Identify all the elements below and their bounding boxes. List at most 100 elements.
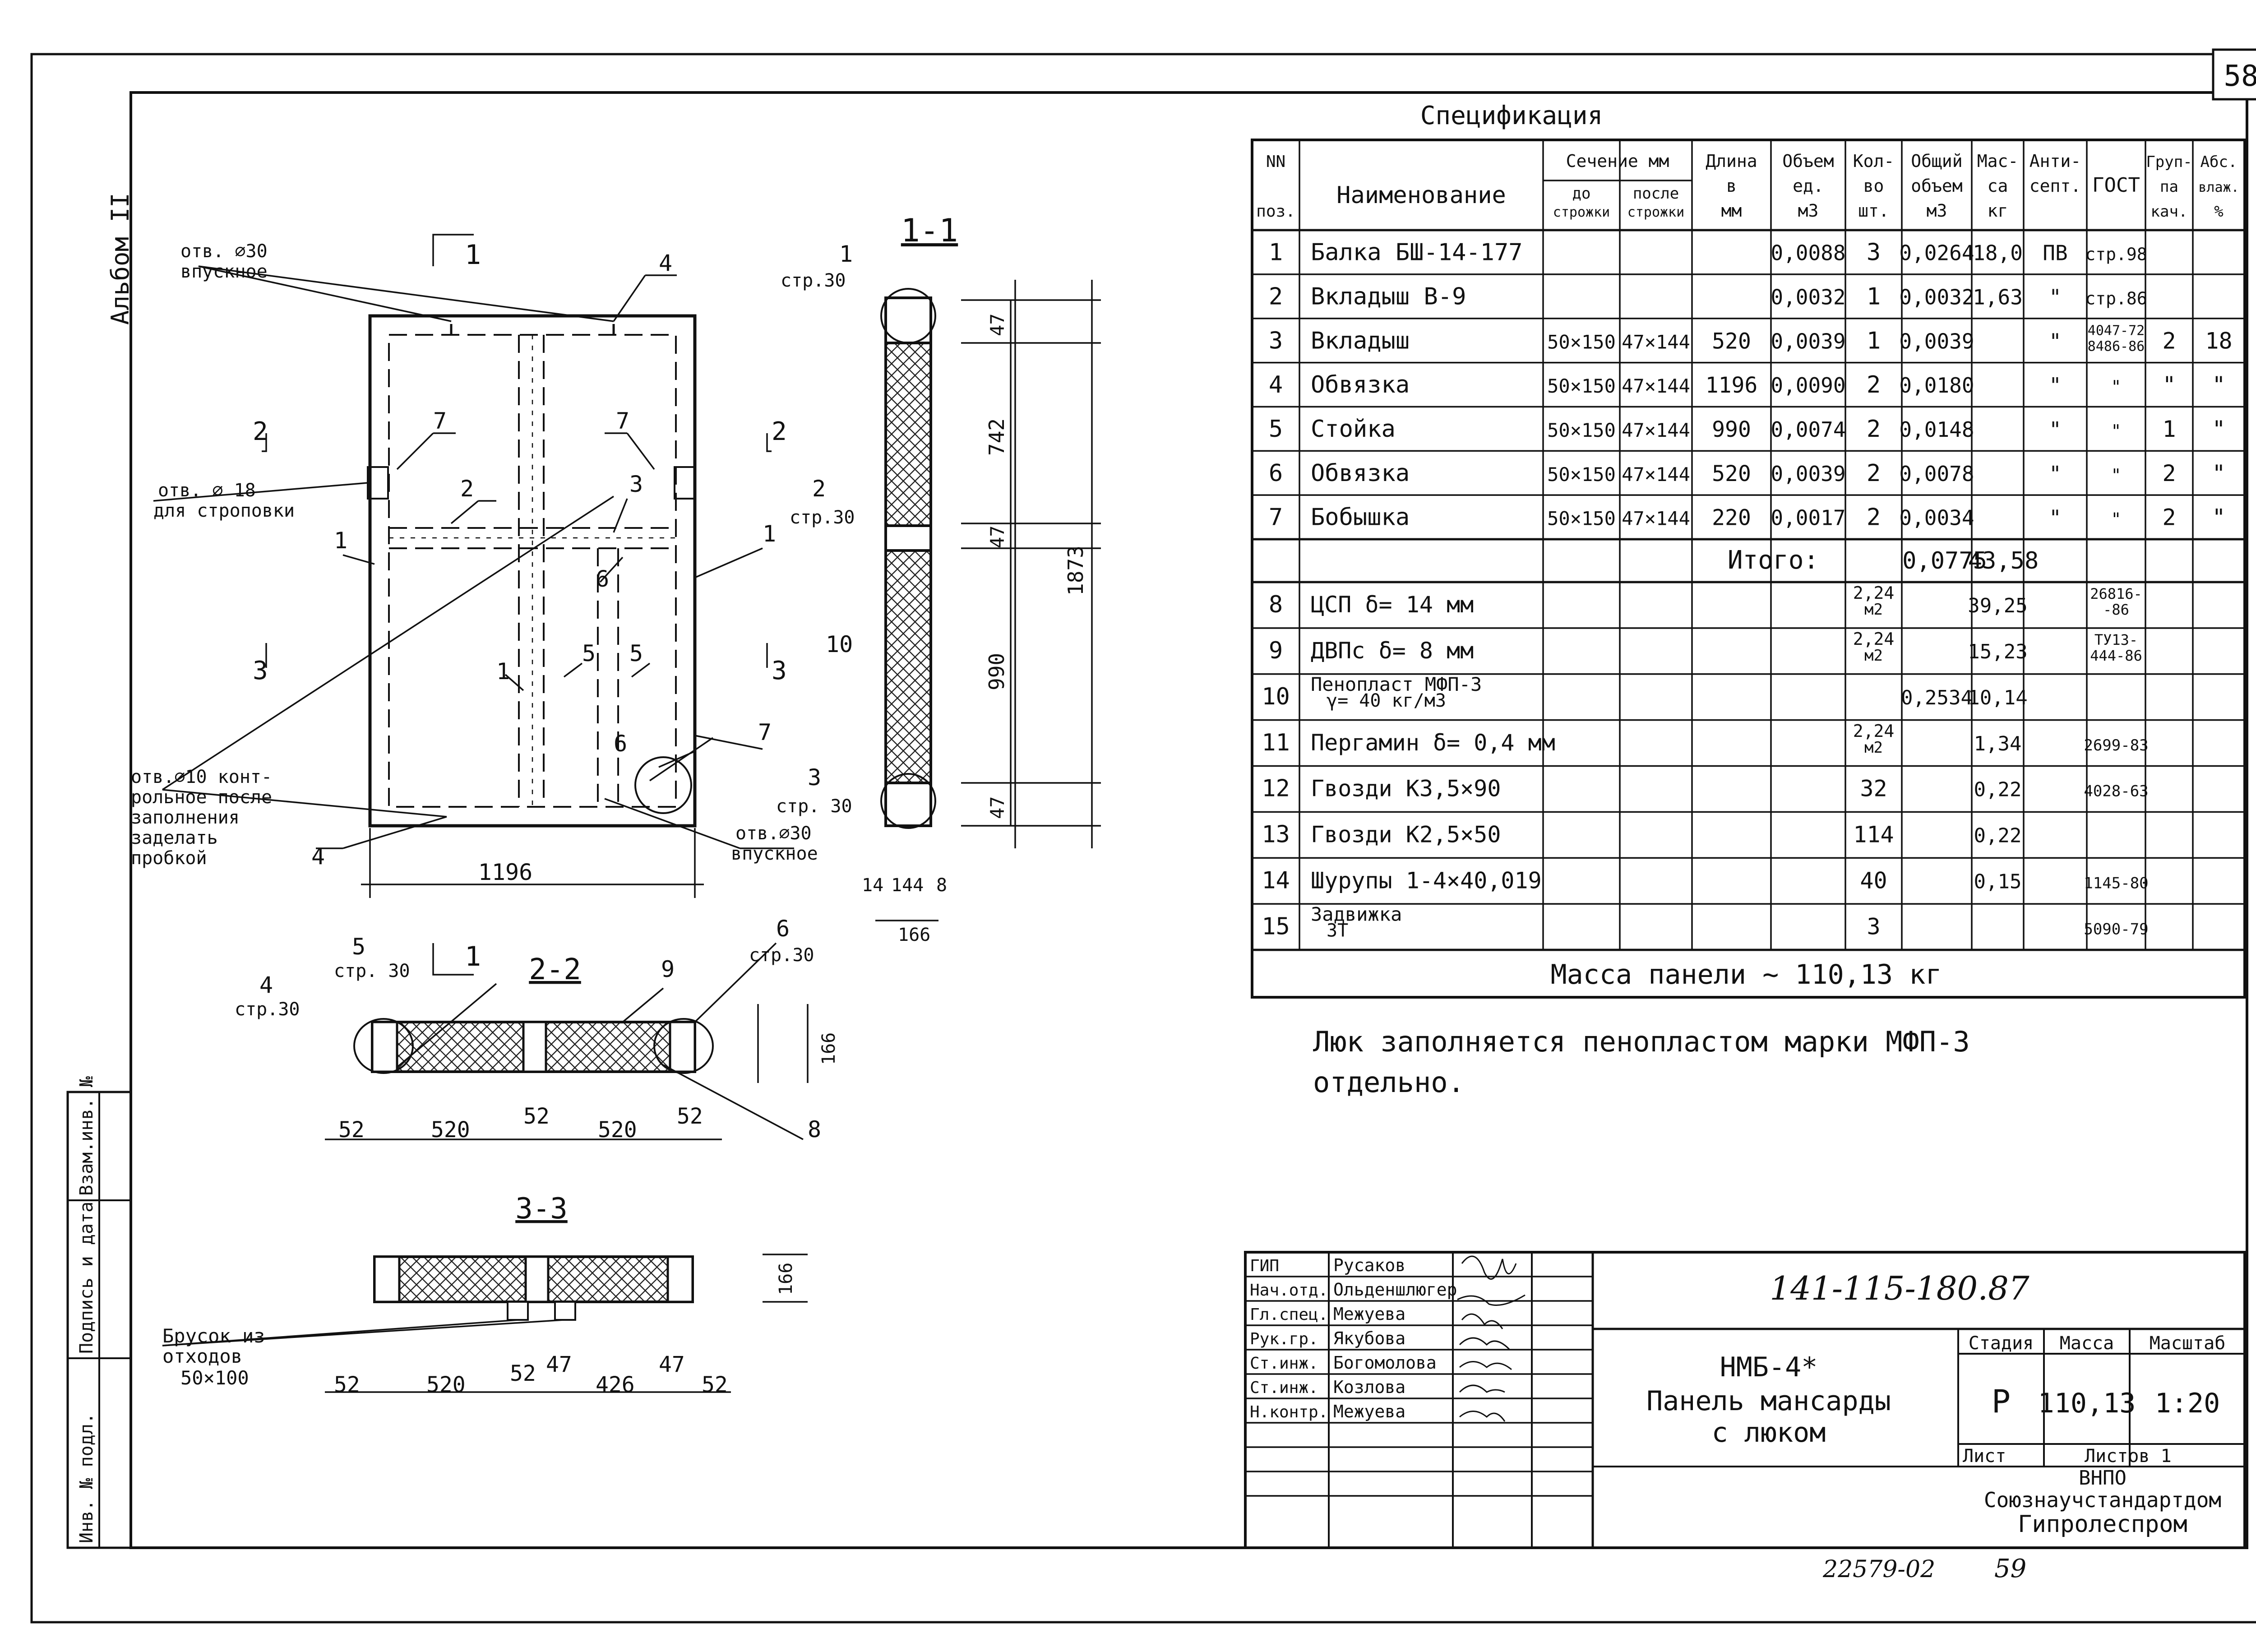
row-gost: 8486-86 bbox=[2088, 338, 2145, 354]
row-tvol: 0,2534 bbox=[1901, 686, 1973, 709]
plan-view bbox=[367, 314, 697, 828]
row-pos: 2 bbox=[1269, 283, 1283, 310]
marker-2-arrow-left: 2 bbox=[253, 417, 268, 446]
hdr-tvol-3: м3 bbox=[1927, 201, 1947, 221]
staff-role: ГИП bbox=[1250, 1257, 1279, 1275]
row-name: Задвижка bbox=[1311, 903, 1402, 925]
staff-role: Ст.инж. bbox=[1250, 1379, 1318, 1397]
sec33-bar-l2: отходов bbox=[162, 1345, 242, 1367]
sec22-marker-9: 9 bbox=[661, 956, 675, 982]
row-after: 47×144 bbox=[1622, 419, 1690, 441]
staff-name: Козлова bbox=[1333, 1377, 1405, 1397]
row-after: 47×144 bbox=[1622, 463, 1690, 486]
sec33-dim-166: 166 bbox=[776, 1263, 796, 1295]
sec22-dim-520a: 520 bbox=[431, 1117, 470, 1143]
footer-number: 22579-02 bbox=[1822, 1556, 1935, 1583]
page-number-box bbox=[2212, 48, 2256, 101]
spec-panel-mass: Масса панели ~ 110,13 кг bbox=[1551, 959, 1942, 990]
row-after: 47×144 bbox=[1622, 508, 1690, 530]
row-length: 990 bbox=[1712, 417, 1751, 442]
row-humidity: " bbox=[2212, 460, 2225, 486]
hdr-anti-1: Анти- bbox=[2029, 151, 2081, 171]
row-gost: " bbox=[2111, 465, 2122, 485]
title-line-1: Панель мансарды bbox=[1646, 1385, 1891, 1417]
row-mass: 1,63 bbox=[1973, 285, 2023, 309]
hdr-hum-3: % bbox=[2214, 203, 2223, 221]
label-hole10-l4: заделать bbox=[131, 828, 218, 848]
row-length: 520 bbox=[1712, 461, 1751, 486]
row-gost: " bbox=[2111, 509, 2122, 529]
sec11-marker-10: 10 bbox=[826, 631, 853, 657]
row-pos: 1 bbox=[1269, 239, 1283, 266]
row-vol: 0,0039 bbox=[1771, 462, 1845, 486]
row-gost: ТУ13- bbox=[2094, 631, 2138, 648]
row-length: 520 bbox=[1712, 329, 1751, 354]
dim-144: 144 bbox=[891, 875, 924, 896]
section-3-3 bbox=[373, 1254, 808, 1321]
row-gost: стр.98 bbox=[2085, 245, 2147, 264]
row-anti: " bbox=[2049, 506, 2062, 530]
mass-header: Масса bbox=[2060, 1333, 2114, 1354]
sec22-marker-6: 6 bbox=[776, 916, 790, 942]
row-vol: 0,0088 bbox=[1771, 241, 1845, 265]
spec-table-grid bbox=[1251, 139, 2246, 999]
row-gost: стр.86 bbox=[2085, 288, 2147, 308]
staff-name: Межуева bbox=[1333, 1402, 1405, 1421]
marker-7-plan-low: 7 bbox=[758, 719, 772, 745]
row-gost-2: 444-86 bbox=[2090, 647, 2142, 664]
row-humidity: 18 bbox=[2205, 328, 2232, 354]
side-stamp: Инв. № подл. Подпись и дата Взам.инв. № bbox=[66, 1076, 132, 1549]
hdr-grp-1: Груп- bbox=[2146, 153, 2192, 171]
row-tvol: 0,0148 bbox=[1899, 417, 1974, 442]
marker-1-plan-mid: 1 bbox=[496, 658, 510, 685]
sec33-dim-520: 520 bbox=[426, 1372, 466, 1397]
sec22-dim-52c: 52 bbox=[677, 1104, 703, 1129]
row-qty: 2 bbox=[1867, 416, 1881, 443]
row-pos: 13 bbox=[1262, 821, 1290, 848]
row-name: Гвозди К3,5×90 bbox=[1311, 776, 1501, 802]
row-group: " bbox=[2162, 372, 2176, 398]
sheets-header: Листов 1 bbox=[2085, 1446, 2172, 1467]
section-3-3-title: 3-3 bbox=[515, 1192, 568, 1226]
sec33-dim-47a: 47 bbox=[546, 1352, 572, 1377]
row-gost-top: 4047-72 bbox=[2088, 323, 2145, 338]
spec-total-mass: 43,58 bbox=[1968, 547, 2039, 574]
row-qty: 3 bbox=[1867, 913, 1880, 939]
row-pos: 10 bbox=[1262, 683, 1290, 710]
row-name: Вкладыш В-9 bbox=[1311, 283, 1466, 310]
note-line-2: отдельно. bbox=[1313, 1066, 1465, 1099]
sec22-dim-520b: 520 bbox=[598, 1117, 637, 1143]
sec33-dim-52b: 52 bbox=[510, 1361, 536, 1386]
row-tvol: 0,0078 bbox=[1899, 462, 1974, 486]
hdr-qty-1: Кол- bbox=[1853, 151, 1895, 171]
org-line-1: ВНПО bbox=[2079, 1467, 2127, 1490]
sec11-marker-2: 2 bbox=[812, 476, 826, 502]
staff-role: Нач.отд. bbox=[1250, 1281, 1328, 1300]
section-1-1-title: 1-1 bbox=[901, 212, 958, 249]
row-unit: м2 bbox=[1864, 739, 1883, 757]
hdr-qty-2: во bbox=[1863, 176, 1884, 196]
row-group: 2 bbox=[2162, 460, 2176, 486]
sec33-dim-52a: 52 bbox=[334, 1372, 360, 1397]
staff-role: Ст.инж. bbox=[1250, 1354, 1318, 1373]
page-number: 58 bbox=[2224, 60, 2256, 93]
staff-name: Русаков bbox=[1333, 1255, 1405, 1275]
product-mark: НМБ-4* bbox=[1720, 1351, 1818, 1383]
label-hole30-bottom: отв.⌀30 bbox=[735, 823, 812, 844]
hdr-pos-2: поз. bbox=[1256, 202, 1295, 221]
row-length: 220 bbox=[1712, 505, 1751, 531]
label-hole10-l1: отв.⌀10 конт- bbox=[131, 767, 272, 787]
org-line-3: Гипролеспром bbox=[2018, 1511, 2187, 1538]
row-gost: 4028-63 bbox=[2084, 782, 2148, 801]
staff-role: Рук.гр. bbox=[1250, 1330, 1318, 1348]
row-anti: ПВ bbox=[2043, 241, 2067, 265]
row-unit: м2 bbox=[1864, 601, 1883, 619]
sec22-ref-4: стр.30 bbox=[235, 999, 300, 1020]
row-qty: 2,24 bbox=[1853, 583, 1895, 603]
row-before: 50×150 bbox=[1547, 419, 1616, 441]
staff-name: Ольденшлюгер bbox=[1333, 1280, 1457, 1300]
hdr-section: Сечение мм bbox=[1566, 151, 1669, 171]
row-pos: 11 bbox=[1262, 729, 1290, 756]
row-humidity: " bbox=[2212, 372, 2225, 398]
